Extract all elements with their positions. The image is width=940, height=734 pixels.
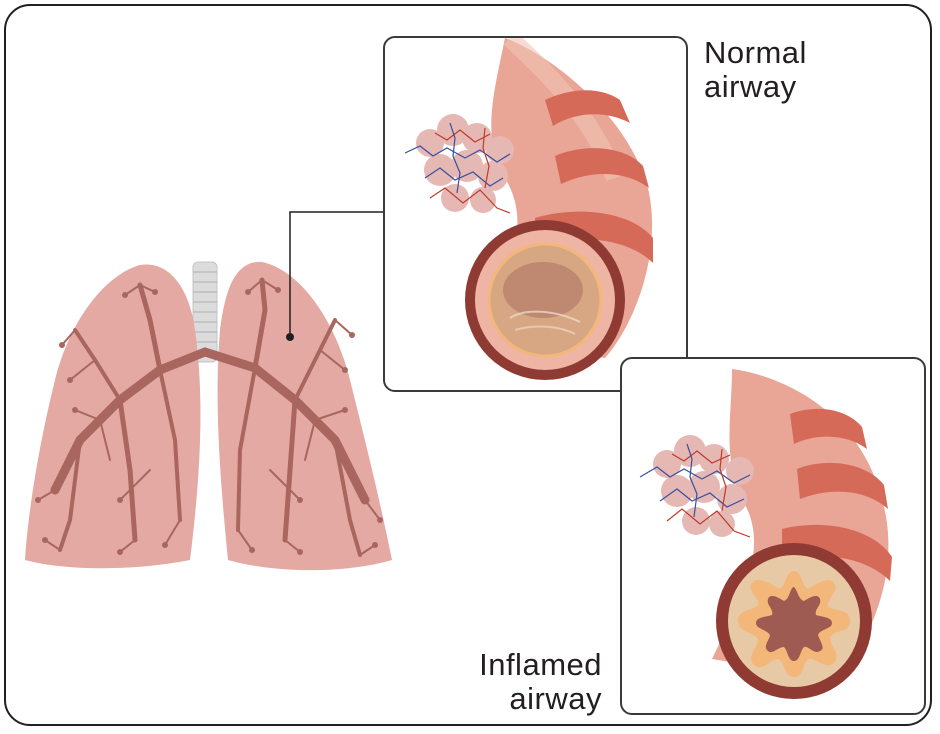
inflamed-airway-label-line2: airway [462,682,602,716]
inflamed-airway-label-line1: Inflamed [462,648,602,682]
inflamed-airway-panel [620,357,926,715]
normal-airway-label: Normal airway [704,36,807,104]
inflamed-airway-illustration [622,359,926,715]
normal-airway-label-line1: Normal [704,36,807,70]
normal-airway-label-line2: airway [704,70,807,104]
normal-airway-cross-section [465,220,625,380]
normal-airway-illustration [385,38,688,392]
left-lung [25,264,200,568]
inflamed-airway-cross-section [716,543,872,699]
inflamed-airway-label: Inflamed airway [462,648,602,716]
normal-airway-panel [383,36,688,392]
